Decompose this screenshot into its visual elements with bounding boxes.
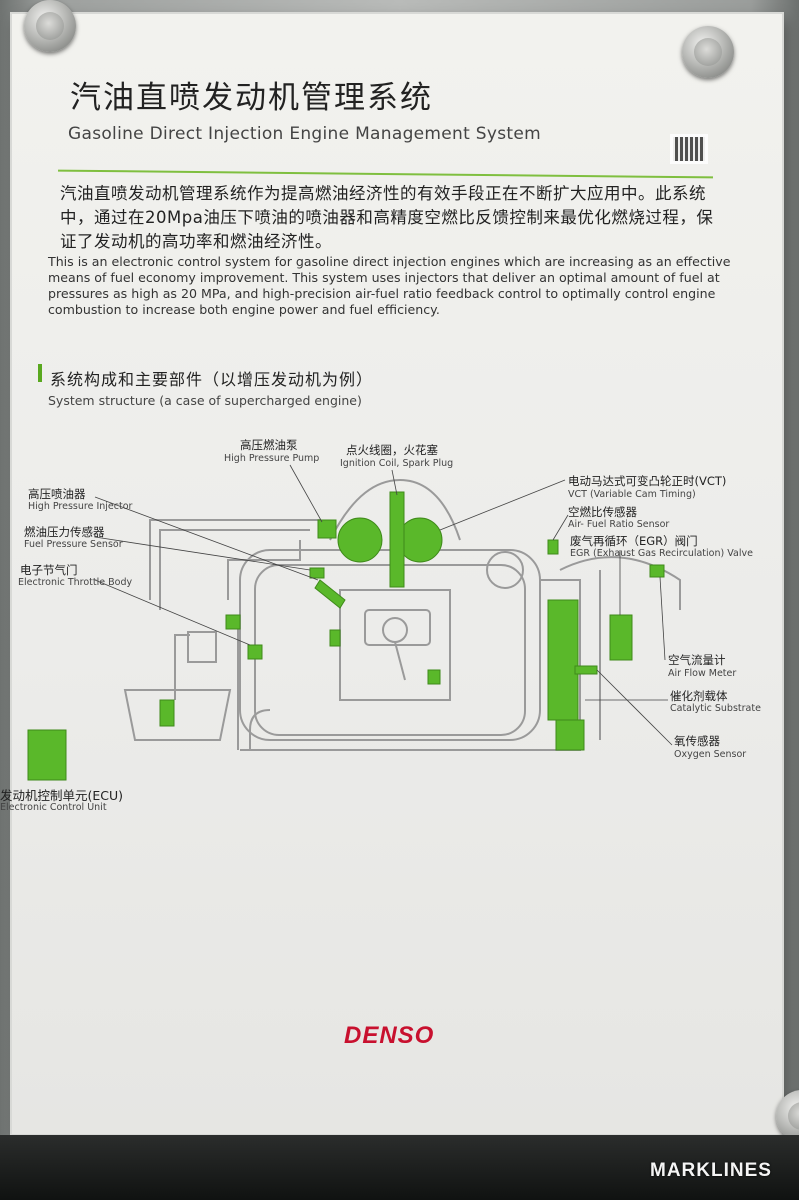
leader-o2 bbox=[596, 669, 673, 746]
cam-gear-right bbox=[397, 517, 443, 563]
label-throttle-cn: 电子节气门 bbox=[20, 563, 78, 577]
section-title-english: System structure (a case of supercharged… bbox=[48, 393, 362, 408]
egr-valve bbox=[609, 614, 633, 661]
label-o2-cn: 氧传感器 bbox=[674, 734, 720, 748]
catalyst-lower bbox=[555, 719, 585, 751]
leader-afr bbox=[552, 514, 569, 541]
afr-sensor bbox=[547, 539, 559, 555]
label-hp-pump-cn: 高压燃油泵 bbox=[240, 438, 298, 452]
section-title-chinese: 系统构成和主要部件（以增压发动机为例） bbox=[50, 370, 374, 389]
hp-injector bbox=[314, 579, 346, 609]
leader-pump bbox=[289, 464, 323, 523]
fuel-line-upper bbox=[149, 519, 320, 600]
label-afm-cn: 空气流量计 bbox=[668, 653, 726, 667]
fuel-tank bbox=[123, 689, 232, 741]
cam-gear-left bbox=[337, 517, 383, 563]
tank-pump bbox=[159, 699, 175, 727]
label-ecu-cn: 发动机控制单元(ECU) bbox=[0, 788, 124, 803]
tank-pickup-line bbox=[174, 634, 190, 700]
bottom-dark-strip bbox=[0, 1135, 799, 1200]
label-injector-cn: 高压喷油器 bbox=[28, 487, 86, 501]
cam-housing bbox=[329, 478, 461, 541]
ignition-coil bbox=[389, 491, 405, 588]
label-injector-en: High Pressure Injector bbox=[28, 501, 133, 512]
title-chinese: 汽油直喷发动机管理系统 bbox=[70, 80, 433, 116]
label-cat-en: Catalytic Substrate bbox=[670, 703, 761, 714]
marklines-watermark: MARKLINES bbox=[650, 1160, 772, 1181]
label-egr-en: EGR (Exhaust Gas Recirculation) Valve bbox=[570, 548, 753, 559]
label-o2-en: Oxygen Sensor bbox=[674, 749, 747, 760]
label-vct-en: VCT (Variable Cam Timing) bbox=[568, 489, 696, 500]
label-afm-en: Air Flow Meter bbox=[668, 668, 737, 679]
catalyst-upper bbox=[547, 599, 579, 721]
piston bbox=[364, 609, 431, 646]
mount-bolt-bottom-right bbox=[776, 1090, 799, 1142]
intro-english: This is an electronic control system for… bbox=[48, 254, 731, 317]
leader-vct bbox=[439, 479, 566, 531]
label-cat-cn: 催化剂载体 bbox=[670, 689, 728, 703]
air-flow-meter bbox=[649, 564, 665, 578]
label-vct-cn: 电动马达式可变凸轮正时(VCT) bbox=[568, 474, 727, 488]
intake-sweep bbox=[249, 709, 271, 750]
turbo-wheel bbox=[486, 551, 524, 589]
section-marker bbox=[38, 364, 42, 382]
mount-bolt-top-left bbox=[24, 0, 76, 52]
low-pressure-pump-housing bbox=[187, 631, 217, 663]
crank-sensor bbox=[427, 669, 441, 685]
fuel-line-inner bbox=[159, 529, 310, 610]
hp-pump bbox=[317, 519, 337, 539]
label-ecu-en: Electronic Control Unit bbox=[0, 802, 107, 813]
leader-throttle bbox=[94, 579, 251, 646]
leader-fps bbox=[94, 536, 311, 571]
leader-ignition bbox=[391, 469, 398, 496]
oxygen-sensor bbox=[574, 665, 598, 675]
intro-chinese: 汽油直喷发动机管理系统作为提高燃油经济性的有效手段正在不断扩大应用中。此系统中，… bbox=[60, 184, 714, 251]
piston-pin bbox=[382, 617, 408, 643]
leader-injector bbox=[94, 496, 319, 581]
label-throttle-en: Electronic Throttle Body bbox=[18, 577, 133, 588]
engine-system-diagram bbox=[27, 464, 681, 781]
title-english: Gasoline Direct Injection Engine Managem… bbox=[68, 124, 541, 144]
ecu-box bbox=[27, 729, 67, 781]
connecting-rod bbox=[394, 641, 406, 681]
denso-logo: DENSO bbox=[344, 1022, 435, 1049]
fuel-pressure-sensor bbox=[309, 567, 325, 579]
throttle-body bbox=[247, 644, 263, 660]
label-ignition-cn: 点火线圈，火花塞 bbox=[346, 443, 438, 457]
label-fps-en: Fuel Pressure Sensor bbox=[24, 539, 123, 550]
knock-sensor bbox=[329, 629, 341, 647]
label-fps-cn: 燃油压力传感器 bbox=[24, 525, 105, 539]
throttle-actuator bbox=[225, 614, 241, 630]
label-egr-cn: 废气再循环（EGR）阀门 bbox=[570, 534, 698, 548]
mount-bolt-top-right bbox=[682, 26, 734, 78]
qr-code-icon bbox=[670, 134, 708, 164]
label-ignition-en: Ignition Coil, Spark Plug bbox=[340, 458, 454, 469]
leader-afm bbox=[659, 576, 666, 661]
label-hp-pump-en: High Pressure Pump bbox=[224, 453, 320, 464]
label-afr-cn: 空燃比传感器 bbox=[568, 505, 637, 519]
egr-line bbox=[559, 556, 681, 610]
label-afr-en: Air- Fuel Ratio Sensor bbox=[568, 519, 670, 530]
